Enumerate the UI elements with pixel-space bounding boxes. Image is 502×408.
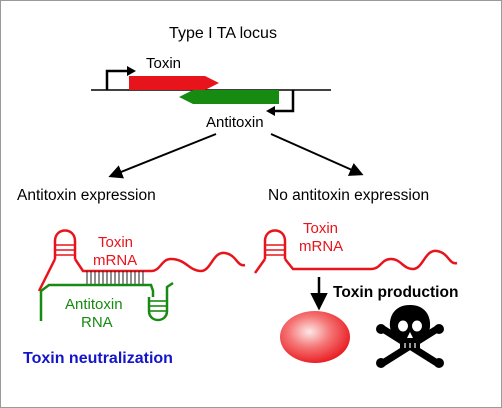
production-label: Toxin production [333, 284, 458, 301]
toxin-protein-blob [280, 311, 350, 363]
right-mrna-label-line2: mRNA [299, 238, 343, 255]
antitoxin-rna-left [39, 281, 174, 322]
antitoxin-gene-label: Antitoxin [206, 114, 264, 131]
antitoxin-gene [179, 90, 279, 104]
base-pairing [86, 271, 144, 285]
left-mrna-label-line2: mRNA [93, 252, 137, 269]
left-mrna-label-line1: Toxin [98, 234, 133, 251]
right-mrna-label-line1: Toxin [303, 220, 338, 237]
promoter-arrow-icon [105, 66, 136, 90]
diagram-title: Type I TA locus [169, 25, 277, 42]
toxin-mrna-right [253, 229, 458, 274]
toxin-gene-label: Toxin [146, 55, 181, 72]
outcome-label: Toxin neutralization [23, 350, 173, 367]
branch-label-left: Antitoxin expression [17, 187, 156, 204]
branch-label-right: No antitoxin expression [268, 187, 429, 204]
toxin-gene [129, 76, 219, 90]
skull-crossbones-icon [376, 305, 444, 368]
promoter-arrow-icon [266, 90, 295, 116]
branch-arrow-left [108, 133, 217, 179]
left-rna-label-line1: Antitoxin [65, 296, 123, 313]
left-rna-label-line2: RNA [81, 314, 113, 331]
branch-arrow-right [270, 133, 364, 176]
toxin-mrna-left [37, 229, 246, 292]
